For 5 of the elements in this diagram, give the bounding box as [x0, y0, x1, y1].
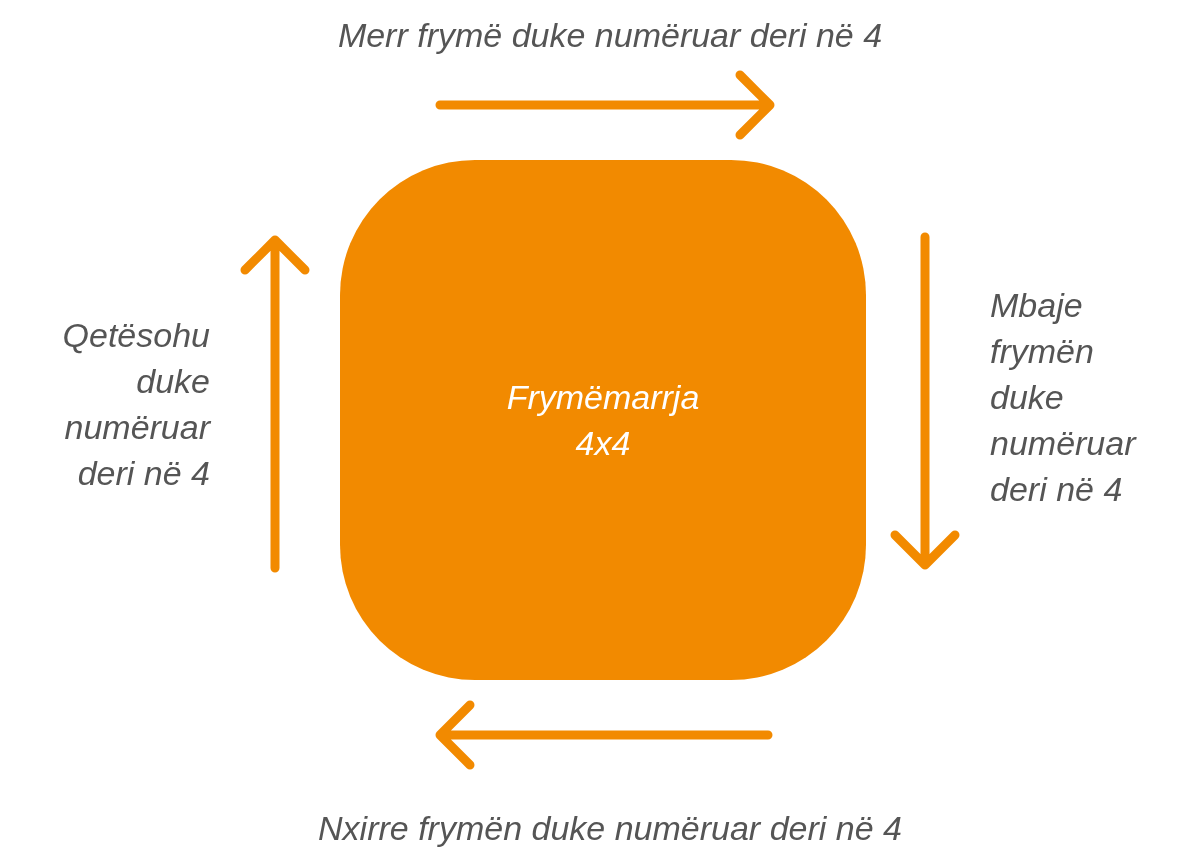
step-label: Merr frymë duke numëruar deri në 4 [336, 15, 884, 56]
step-label: Nxirre frymën duke numëruar deri në 4 [317, 808, 903, 847]
step-label: Mbaje frymën duke numëruar deri në 4 [990, 285, 1138, 510]
step-label: Qetësohu duke numëruar deri në 4 [61, 315, 210, 494]
node-title: Frymëmarrja 4x4 [505, 377, 701, 464]
